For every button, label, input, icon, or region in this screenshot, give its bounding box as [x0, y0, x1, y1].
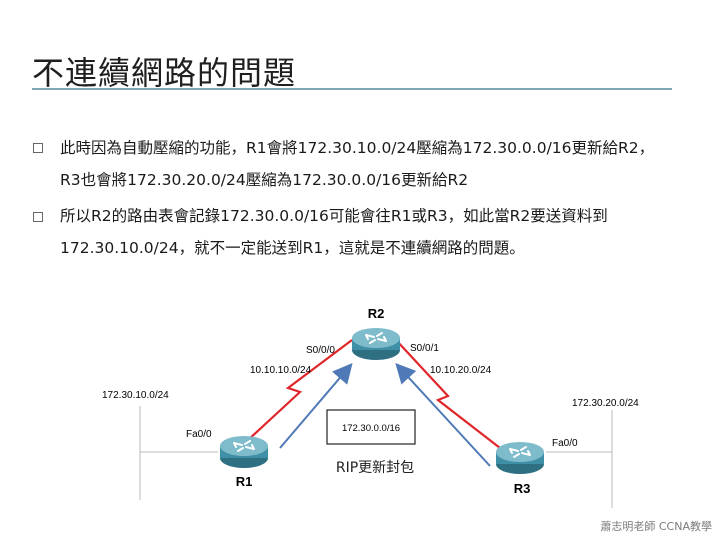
bullet-1-line-1: 此時因為自動壓縮的功能，R1會將172.30.10.0/24壓縮為172.30.…	[60, 139, 655, 157]
bullet-2-line-2: 172.30.10.0/24，就不一定能送到R1，這就是不連續網路的問題。	[60, 239, 525, 257]
summary-route-label: 172.30.0.0/16	[342, 423, 400, 434]
bullet-marker	[33, 143, 43, 153]
title-divider	[32, 88, 672, 90]
lan-left-network: 172.30.10.0/24	[102, 390, 169, 401]
router-r2-icon	[351, 327, 401, 361]
router-r2-label: R2	[368, 306, 385, 321]
router-r1-icon	[219, 435, 269, 469]
bullet-marker	[33, 212, 43, 222]
footer-credit: 蕭志明老師 CCNA教學	[600, 520, 712, 533]
router-r3-label: R3	[514, 481, 531, 496]
r2-s001-label: S0/0/1	[410, 343, 439, 354]
r2-s000-label: S0/0/0	[306, 345, 335, 356]
r3-fa00-label: Fa0/0	[552, 438, 578, 449]
summary-route-box	[326, 409, 416, 445]
page-title: 不連續網路的問題	[32, 54, 297, 92]
serial-link-right	[395, 339, 501, 449]
serial-link-left	[247, 339, 353, 441]
update-arrow-left	[279, 362, 353, 449]
update-arrow-right	[395, 363, 491, 467]
bullet-1-line-2: R3也會將172.30.20.0/24壓縮為172.30.0.0/16更新給R2	[60, 171, 469, 189]
lan-right-network: 172.30.20.0/24	[572, 398, 639, 409]
router-r1-label: R1	[236, 474, 253, 489]
router-r3-icon	[495, 441, 545, 475]
link-right-network: 10.10.20.0/24	[430, 365, 492, 376]
bullet-2-line-1: 所以R2的路由表會記錄172.30.0.0/16可能會往R1或R3，如此當R2要…	[60, 207, 608, 225]
link-left-network: 10.10.10.0/24	[250, 365, 312, 376]
r1-fa00-label: Fa0/0	[186, 429, 212, 440]
rip-update-label: RIP更新封包	[336, 460, 414, 476]
